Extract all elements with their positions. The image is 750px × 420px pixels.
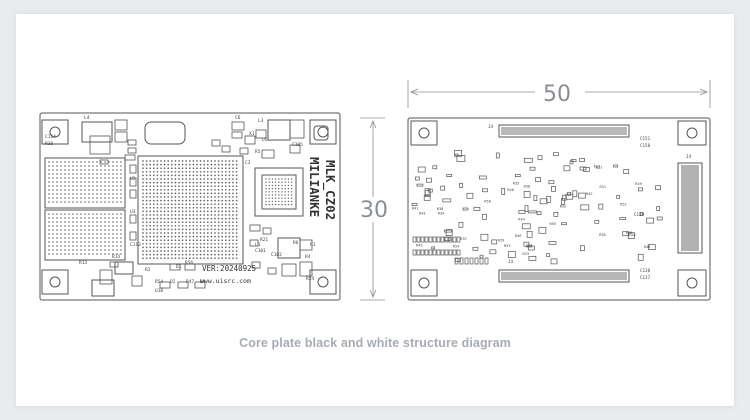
svg-text:R30: R30	[45, 141, 53, 147]
brand-label: MILIANKE	[307, 157, 322, 217]
svg-text:C102: C102	[271, 252, 282, 258]
svg-text:R4: R4	[305, 254, 311, 260]
svg-text:R13: R13	[79, 260, 87, 266]
svg-text:R42: R42	[586, 192, 593, 196]
svg-text:R56: R56	[185, 260, 193, 266]
svg-text:R55: R55	[550, 222, 557, 226]
svg-text:R43: R43	[419, 212, 426, 216]
svg-text:U5: U5	[262, 137, 268, 143]
svg-text:C101: C101	[255, 248, 266, 254]
svg-text:C150: C150	[640, 143, 651, 148]
svg-text:J4: J4	[686, 154, 692, 159]
svg-text:L1: L1	[255, 242, 261, 248]
svg-text:L3: L3	[258, 118, 264, 124]
model-label: MLK_CZ02	[322, 160, 338, 220]
svg-text:U2: U2	[130, 176, 136, 182]
svg-text:R31: R31	[600, 185, 607, 189]
svg-text:R53: R53	[504, 244, 511, 248]
svg-text:R52: R52	[620, 203, 627, 207]
svg-text:R14: R14	[112, 254, 120, 260]
svg-text:R40: R40	[507, 188, 514, 192]
svg-text:R29: R29	[498, 238, 505, 242]
svg-text:R46: R46	[515, 234, 522, 238]
svg-text:U10: U10	[155, 288, 163, 294]
right-board-outline	[407, 117, 711, 301]
svg-text:R36: R36	[599, 233, 606, 237]
svg-text:R37: R37	[460, 237, 467, 241]
svg-text:C113: C113	[130, 242, 141, 248]
diagram-card	[16, 14, 734, 406]
svg-text:R24: R24	[306, 276, 314, 282]
svg-text:R54: R54	[155, 279, 163, 285]
svg-text:R5: R5	[255, 149, 261, 155]
svg-text:R6: R6	[293, 240, 299, 246]
connector-side	[677, 162, 703, 254]
svg-text:R45: R45	[416, 244, 423, 248]
bga-chip	[254, 167, 304, 217]
svg-text:D1: D1	[176, 264, 182, 270]
svg-text:J4: J4	[488, 124, 494, 129]
connector-bottom	[498, 269, 630, 283]
svg-text:D4: D4	[200, 279, 206, 285]
svg-text:J4: J4	[508, 259, 514, 264]
svg-text:R2: R2	[145, 267, 151, 273]
version-label: VER:20240925	[202, 264, 256, 273]
svg-text:R21: R21	[260, 237, 268, 243]
svg-text:C139: C139	[634, 212, 645, 217]
height-dimension-label: 30	[360, 198, 388, 223]
svg-text:R30: R30	[524, 185, 531, 189]
svg-text:U3: U3	[130, 209, 136, 215]
svg-text:R54: R54	[453, 245, 460, 249]
svg-text:R1: R1	[310, 242, 316, 248]
svg-text:R49: R49	[635, 182, 642, 186]
svg-text:R35: R35	[513, 182, 520, 186]
svg-text:R34: R34	[438, 212, 445, 216]
ddr-chip-1	[44, 157, 126, 209]
website-label: www.uisrc.com	[200, 277, 251, 285]
svg-text:R41: R41	[412, 207, 419, 211]
svg-text:C114: C114	[45, 134, 56, 140]
svg-text:C6: C6	[235, 115, 241, 121]
svg-text:R47: R47	[186, 279, 194, 285]
svg-text:R47: R47	[596, 166, 603, 170]
svg-text:X1: X1	[249, 131, 255, 137]
right-board	[407, 117, 711, 301]
width-dimension-label: 50	[543, 82, 571, 107]
svg-text:R32: R32	[560, 205, 567, 209]
svg-text:R39: R39	[594, 164, 601, 168]
svg-text:R33: R33	[523, 252, 530, 256]
svg-text:C138: C138	[640, 268, 651, 273]
height-dimension	[360, 117, 385, 301]
diagram-caption: Core plate black and white structure dia…	[239, 336, 511, 350]
svg-text:R44: R44	[518, 217, 525, 221]
ddr-chip-2	[44, 209, 126, 261]
oscillator	[144, 121, 186, 145]
svg-text:R28: R28	[626, 231, 633, 235]
left-board	[39, 112, 341, 301]
svg-text:C105: C105	[292, 142, 303, 148]
svg-text:R51: R51	[629, 233, 636, 237]
left-board-outline	[39, 112, 341, 301]
svg-text:C151: C151	[640, 136, 651, 141]
connector-top	[498, 124, 630, 138]
svg-text:C3: C3	[245, 160, 251, 166]
svg-text:R38: R38	[437, 207, 444, 211]
svg-text:R50: R50	[484, 200, 491, 204]
svg-text:R48: R48	[644, 245, 651, 249]
svg-text:L4: L4	[84, 115, 90, 121]
svg-text:D2: D2	[170, 279, 176, 285]
svg-text:C137: C137	[640, 275, 651, 280]
width-dimension	[407, 80, 711, 108]
